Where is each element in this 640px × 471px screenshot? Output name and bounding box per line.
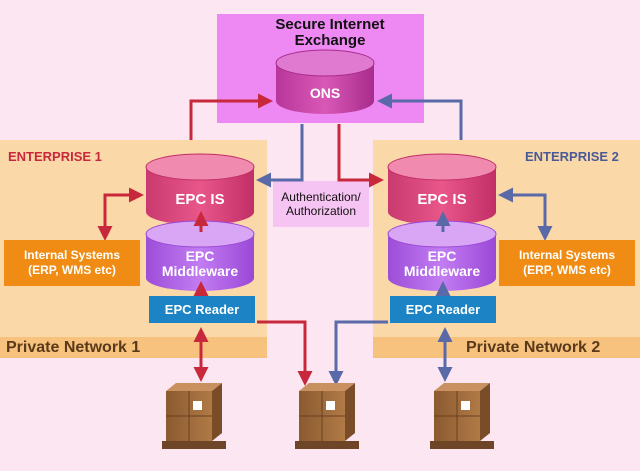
ons-label: ONS [309,85,341,101]
internal-systems-1-label: Internal Systems (ERP, WMS etc) [23,248,121,277]
ons-database-icon [275,49,375,114]
box-3-icon [430,383,494,449]
enterprise-2-label: ENTERPRISE 2 [525,149,619,164]
private-network-2-label: Private Network 2 [466,339,601,356]
internal-systems-2-box: Internal Systems (ERP, WMS etc) [499,240,635,286]
blue-flow-arrows [256,93,553,386]
internal-systems-1-box: Internal Systems (ERP, WMS etc) [4,240,140,286]
internal-systems-2-label: Internal Systems (ERP, WMS etc) [518,248,616,277]
epc-reader-1-label: EPC Reader [164,302,240,317]
epc-is-2-database-icon [387,153,497,225]
authentication-authorization-box: Authentication/ Authorization [273,181,369,227]
box-2-icon [295,383,359,449]
epc-reader-1-box: EPC Reader [149,296,255,323]
authentication-authorization-label: Authentication/ Authorization [281,190,361,218]
enterprise-1-label: ENTERPRISE 1 [8,149,102,164]
epc-middleware-2-database-icon [387,220,497,291]
epc-is-2-label: EPC IS [417,191,467,208]
epc-middleware-1-label: EPC Middleware [161,248,239,279]
epc-reader-2-label: EPC Reader [405,302,481,317]
private-network-1-label: Private Network 1 [6,339,141,356]
box-1-icon [162,383,226,449]
epc-middleware-2-label: EPC Middleware [403,248,481,279]
red-flow-arrows [97,93,384,386]
epc-is-1-label: EPC IS [175,191,225,208]
epc-middleware-1-database-icon [145,220,255,291]
epc-is-1-database-icon [145,153,255,225]
epc-reader-2-box: EPC Reader [390,296,496,323]
secure-internet-exchange-title: Secure Internet Exchange [275,16,385,49]
